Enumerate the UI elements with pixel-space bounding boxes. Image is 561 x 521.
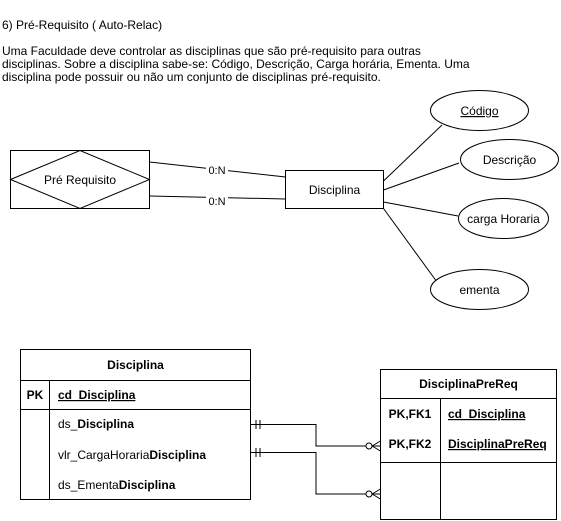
cardinality-bg-top bbox=[206, 164, 228, 176]
table1-pk-field: cd_Disciplina bbox=[58, 388, 136, 402]
fk1-zero-circle bbox=[365, 442, 373, 450]
table2-key2-label: PK,FK2 bbox=[389, 437, 432, 451]
fk1-crow-a bbox=[371, 440, 381, 447]
table1-field-vlr: vlr_CargaHorariaDisciplina bbox=[58, 448, 206, 462]
table2-key2-field: DisciplinaPreReq bbox=[448, 437, 547, 451]
fk1-connector bbox=[250, 424, 381, 447]
attribute-line-ementa bbox=[383, 208, 438, 283]
table2-title: DisciplinaPreReq bbox=[419, 377, 518, 391]
table2-key1-field: cd_Disciplina bbox=[448, 407, 526, 421]
attribute-line-descricao bbox=[383, 162, 460, 191]
description: 6) Pré-Requisito ( Auto-Relac) Uma Facul… bbox=[2, 6, 557, 97]
fk1-crow-b bbox=[371, 445, 381, 452]
fk2-zero-circle bbox=[365, 490, 373, 498]
cardinality-bottom: 0:N bbox=[208, 196, 225, 208]
attribute-ellipse-descricao bbox=[460, 139, 559, 180]
table1-field-ds: ds_Disciplina bbox=[58, 417, 134, 431]
attribute-ellipse-ementa bbox=[430, 269, 529, 310]
table1-box bbox=[20, 349, 251, 500]
attribute-ellipse-carga bbox=[458, 198, 549, 239]
cardinality-bg-bottom bbox=[206, 195, 228, 207]
attribute-codigo: Código bbox=[460, 104, 498, 118]
description-heading: 6) Pré-Requisito ( Auto-Relac) bbox=[2, 18, 163, 32]
table1-title: Disciplina bbox=[107, 358, 164, 372]
attribute-ementa: ementa bbox=[459, 283, 499, 297]
entity-label: Disciplina bbox=[309, 183, 361, 197]
relationship-diamond bbox=[9, 149, 151, 210]
table1-field-ementa: ds_EmentaDisciplina bbox=[58, 478, 176, 492]
attribute-line-carga bbox=[383, 201, 459, 217]
attribute-carga-horaria: carga Horaria bbox=[467, 212, 540, 226]
fk2-connector bbox=[250, 452, 381, 495]
table2-key1-label: PK,FK1 bbox=[389, 407, 432, 421]
attribute-descricao: Descrição bbox=[483, 153, 537, 167]
attribute-ellipse-codigo bbox=[430, 90, 529, 131]
relationship-label: Pré Requisito bbox=[44, 173, 116, 187]
fk2-crow-a bbox=[371, 488, 381, 495]
fk2-crow-b bbox=[371, 493, 381, 500]
entity-box bbox=[285, 170, 384, 209]
description-body: Uma Faculdade deve controlar as discipli… bbox=[2, 44, 470, 84]
table1-pk-label: PK bbox=[27, 388, 44, 402]
attribute-line-codigo bbox=[383, 124, 443, 182]
table2-box bbox=[380, 369, 557, 520]
cardinality-top: 0:N bbox=[208, 165, 225, 177]
